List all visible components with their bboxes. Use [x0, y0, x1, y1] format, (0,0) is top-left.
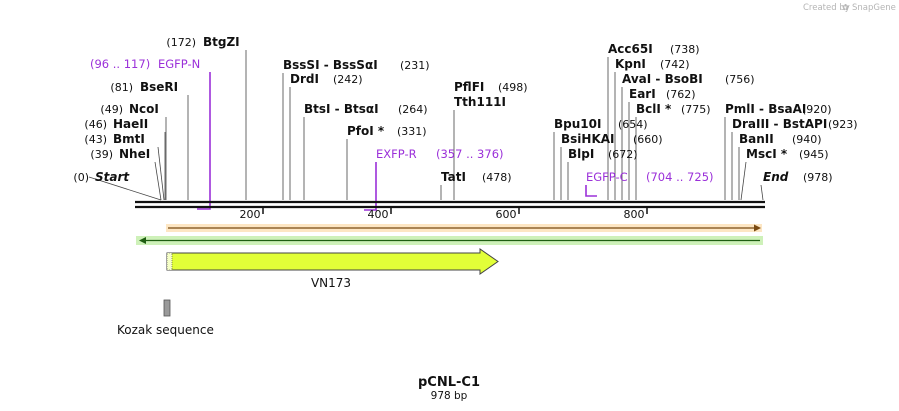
primers: (96 .. 117) EGFP-N EXFP-R (357 .. 376) E…	[90, 57, 714, 211]
enzyme-pos-bmti: (43)	[84, 133, 107, 146]
primer-name-exfp-r[interactable]: EXFP-R	[376, 147, 417, 161]
primer-name-egfp-n[interactable]: EGFP-N	[158, 57, 200, 71]
enzyme-site-line	[88, 176, 162, 201]
enzyme-pos-bcli: (775)	[681, 103, 711, 116]
enzyme-pos-banii: (940)	[792, 133, 822, 146]
enzyme-pos-btsi: (264)	[398, 103, 428, 116]
enzyme-site-line	[760, 184, 764, 201]
primer-range-egfp-n: (96 .. 117)	[90, 57, 150, 71]
enzyme-pos-btgzi: (172)	[166, 36, 196, 49]
enzyme-name-bcli[interactable]: BclI *	[636, 102, 672, 116]
enzyme-pos-nhei: (39)	[90, 148, 113, 161]
enzyme-pos-bpu10i: (654)	[618, 118, 648, 131]
enzyme-labels: (0) Start (39) NheI (43) BmtI (46) HaeII…	[73, 35, 857, 184]
enzyme-name-bseri[interactable]: BseRI	[140, 80, 178, 94]
orf-forward-arrowhead-icon	[754, 224, 761, 232]
enzyme-name-bpu10i[interactable]: Bpu10I	[554, 117, 601, 131]
orf-reverse[interactable]	[136, 236, 763, 245]
enzyme-site-lines	[88, 50, 764, 201]
enzyme-name-pfoi[interactable]: PfoI *	[347, 124, 385, 138]
enzyme-name-tati[interactable]: TatI	[441, 170, 466, 184]
plasmid-length: 978 bp	[431, 390, 468, 402]
enzyme-name-btsi[interactable]: BtsI - BtsαI	[304, 102, 379, 116]
enzyme-pos-start: (0)	[73, 171, 89, 184]
enzyme-site-line	[154, 161, 162, 201]
enzyme-name-eari[interactable]: EarI	[629, 87, 656, 101]
enzyme-name-end[interactable]: End	[763, 170, 789, 184]
primer-range-egfp-c: (704 .. 725)	[646, 170, 714, 184]
primer-egfp-n-arrow[interactable]	[197, 72, 211, 210]
enzyme-name-start[interactable]: Start	[95, 170, 130, 184]
enzyme-pos-acc65i: (738)	[670, 43, 700, 56]
vn173-start-marker	[166, 252, 173, 271]
enzyme-pos-kpni: (742)	[660, 58, 690, 71]
enzyme-name-bmti[interactable]: BmtI	[113, 132, 145, 146]
primer-name-egfp-c[interactable]: EGFP-C	[586, 170, 628, 184]
kozak-box[interactable]	[163, 299, 171, 317]
enzyme-name-draiii[interactable]: DraIII - BstAPI	[732, 117, 827, 131]
enzyme-pos-beseri: (81)	[110, 81, 133, 94]
ruler-label-600: 600	[496, 208, 517, 221]
enzyme-pos-ncoi: (49)	[100, 103, 123, 116]
enzyme-pos-end: (978)	[803, 171, 833, 184]
enzyme-pos-msci: (945)	[799, 148, 829, 161]
orf-forward[interactable]	[166, 224, 762, 232]
plasmid-name: pCNL-C1	[418, 375, 480, 390]
enzyme-pos-bsihkai: (660)	[633, 133, 663, 146]
feature-vn173[interactable]: VN173	[166, 248, 499, 290]
ruler-label-800: 800	[624, 208, 645, 221]
enzyme-pos-pflfi: (498)	[498, 81, 528, 94]
enzyme-name-avai[interactable]: AvaI - BsoBI	[622, 72, 703, 86]
vn173-arrow[interactable]	[166, 248, 499, 275]
enzyme-name-pflfi[interactable]: PflFI	[454, 80, 484, 94]
enzyme-name-ncoi[interactable]: NcoI	[129, 102, 159, 116]
feature-label-kozak: Kozak sequence	[117, 323, 214, 337]
enzyme-name-nhei[interactable]: NheI	[119, 147, 150, 161]
enzyme-pos-eari: (762)	[666, 88, 696, 101]
enzyme-name-banii[interactable]: BanII	[739, 132, 774, 146]
enzyme-name-pmli[interactable]: PmlI - BsaAI	[725, 102, 806, 116]
enzyme-name-drdi[interactable]: DrdI	[290, 72, 319, 86]
snapgene-logo-icon: ✿	[842, 3, 849, 13]
orf-reverse-arrowhead-icon	[139, 237, 146, 244]
credit-brand: SnapGene	[852, 3, 896, 13]
enzyme-name-bsihkai[interactable]: BsiHKAI	[561, 132, 615, 146]
enzyme-pos-avai: (756)	[725, 73, 755, 86]
enzyme-name-btgzi[interactable]: BtgZI	[203, 35, 240, 49]
enzyme-pos-haeii: (46)	[84, 118, 107, 131]
enzyme-site-line	[157, 146, 165, 201]
enzyme-pos-draiii: (923)	[828, 118, 858, 131]
enzyme-name-haeii[interactable]: HaeII	[113, 117, 148, 131]
enzyme-pos-pmli: (920)	[802, 103, 832, 116]
primer-exfp-r-arrow[interactable]	[364, 162, 377, 211]
enzyme-site-line	[740, 161, 747, 201]
primer-range-exfp-r: (357 .. 376)	[436, 147, 504, 161]
ruler-label-200: 200	[240, 208, 261, 221]
feature-kozak[interactable]: Kozak sequence	[117, 299, 214, 337]
enzyme-name-msci[interactable]: MscI *	[746, 147, 788, 161]
enzyme-name-tth111i[interactable]: Tth111I	[454, 95, 506, 109]
enzyme-name-bsssi[interactable]: BssSI - BssSαI	[283, 58, 378, 72]
enzyme-pos-tati: (478)	[482, 171, 512, 184]
enzyme-name-kpni[interactable]: KpnI	[615, 57, 646, 71]
enzyme-pos-drdi: (242)	[333, 73, 363, 86]
feature-label-vn173: VN173	[311, 276, 351, 290]
primer-egfp-c-arrow[interactable]	[585, 185, 597, 197]
credit-prefix: Created by	[803, 3, 850, 13]
ruler: 200 400 600 800	[240, 208, 648, 221]
ruler-label-400: 400	[368, 208, 389, 221]
enzyme-pos-pfoi: (331)	[397, 125, 427, 138]
enzyme-pos-bsssi: (231)	[400, 59, 430, 72]
enzyme-pos-blpi: (672)	[608, 148, 638, 161]
enzyme-name-acc65i[interactable]: Acc65I	[608, 42, 653, 56]
enzyme-name-blpi[interactable]: BlpI	[568, 147, 594, 161]
